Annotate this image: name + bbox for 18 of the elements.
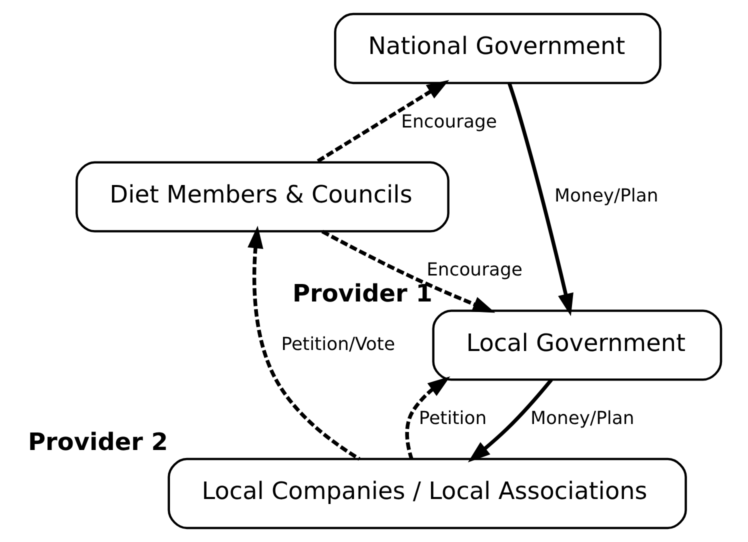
edge-label: Money/Plan: [554, 185, 658, 206]
node-label: Provider 2: [27, 428, 168, 456]
arrow: [314, 80, 449, 164]
arrow: [320, 230, 495, 313]
edge-label: Petition: [418, 408, 486, 429]
node-box: Local Companies / Local Associations: [167, 458, 686, 530]
arrow: [247, 226, 360, 461]
edge-label: Encourage: [426, 260, 522, 281]
edge-label: Money/Plan: [530, 408, 634, 429]
edge-label: Petition/Vote: [280, 334, 395, 355]
arrow: [507, 82, 573, 316]
node-box: Diet Members & Councils: [75, 161, 449, 232]
node-label: Provider 1: [292, 279, 432, 308]
edge-label: Encourage: [400, 111, 496, 132]
node-box: Local Government: [432, 310, 722, 381]
arrow: [467, 378, 552, 462]
node-box: National Government: [334, 12, 661, 84]
arrow: [404, 376, 450, 460]
